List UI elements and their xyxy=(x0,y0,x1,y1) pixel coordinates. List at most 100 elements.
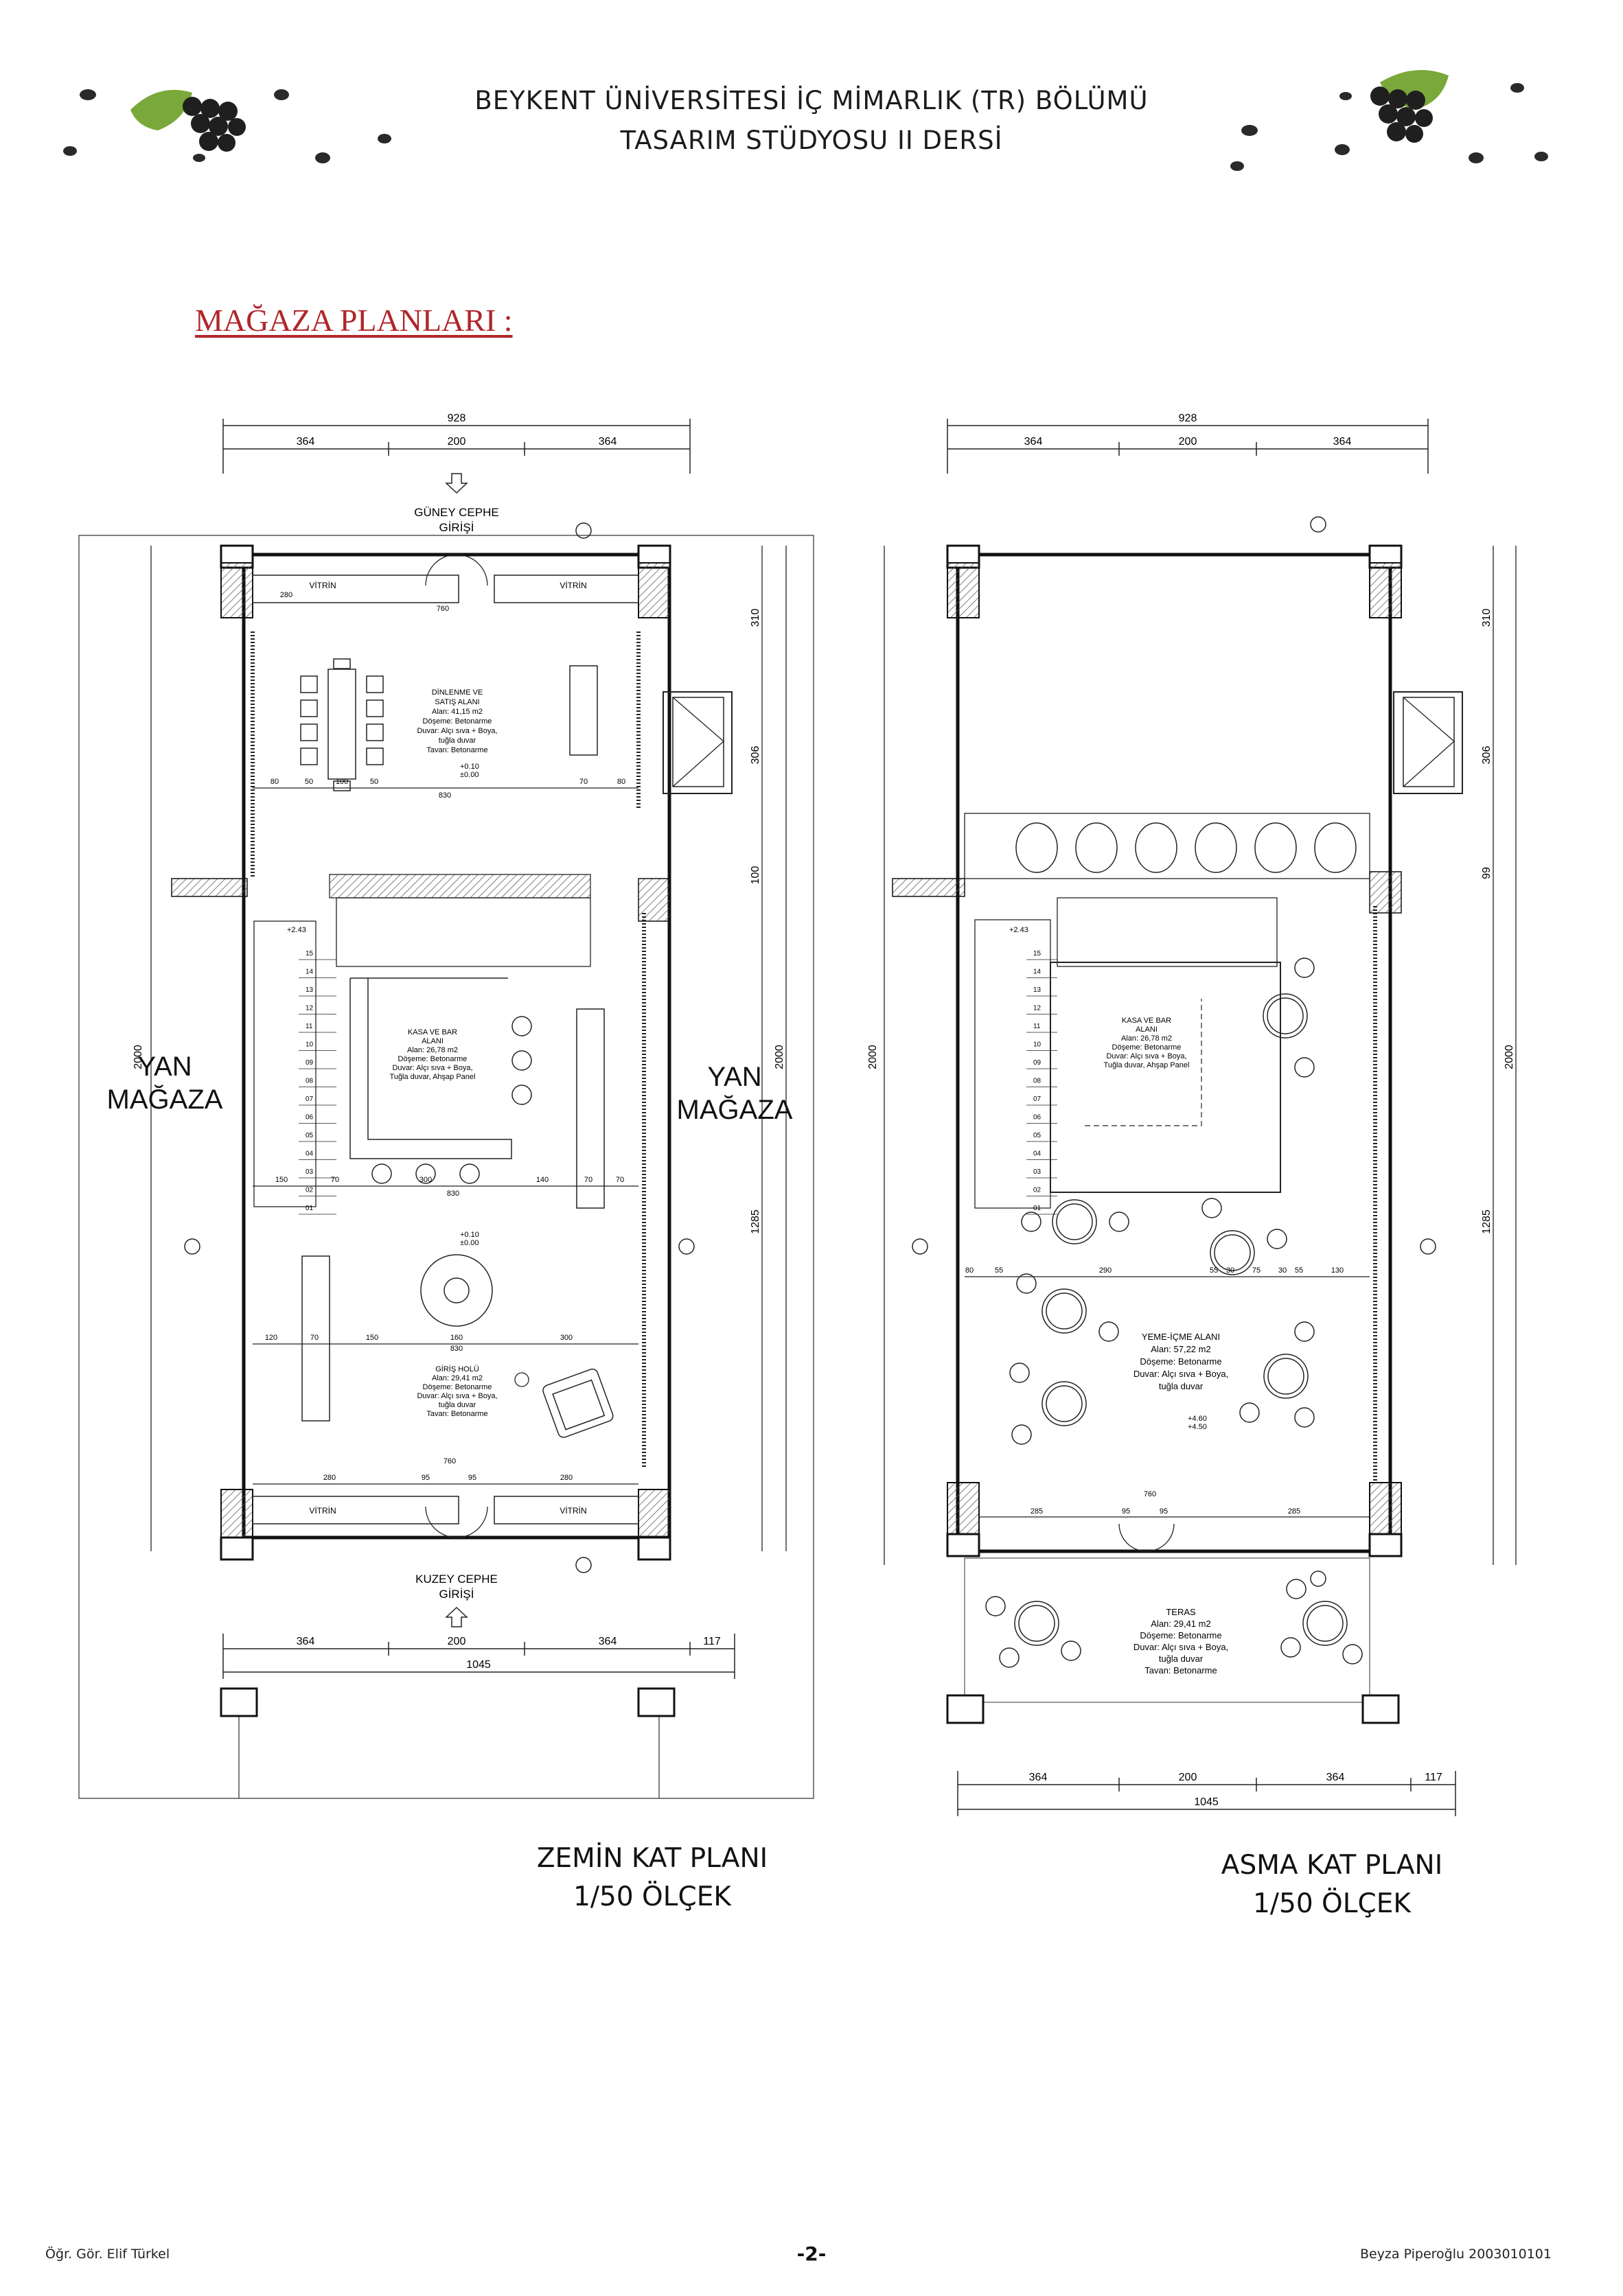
mezz-room3-ceiling: Tavan: Betonarme xyxy=(1144,1665,1217,1675)
mezzanine-caption: ASMA KAT PLANI 1/50 ÖLÇEK xyxy=(1153,1846,1510,1923)
row3-dim-3: 150 xyxy=(366,1334,378,1342)
mezz-room3-wall2: tuğla duvar xyxy=(1159,1654,1204,1664)
section-marker-a-bottom xyxy=(575,1557,592,1573)
dim-door-top-1: 280 xyxy=(280,591,292,599)
side-shop-right: YAN MAĞAZA xyxy=(666,1060,803,1126)
bar-counter xyxy=(349,977,512,1159)
row2-dim-3: 300 xyxy=(419,1176,432,1184)
row1-dim-1: 80 xyxy=(270,778,279,786)
room3-floor: Döşeme: Betonarme xyxy=(423,1383,492,1391)
mezz-room1-name-1: KASA VE BAR xyxy=(1122,1017,1171,1025)
dim-bottom-2: 200 xyxy=(448,1636,466,1647)
row3-dim-4: 160 xyxy=(450,1334,463,1342)
room2-floor: Döşeme: Betonarme xyxy=(398,1055,468,1063)
mezz-room2-floor: Döşeme: Betonarme xyxy=(1140,1356,1221,1367)
mezz-dim-bottom-4: 117 xyxy=(1425,1772,1442,1783)
mezz-dim-top-1: 364 xyxy=(1024,436,1043,448)
mezz-door-dim-4: 285 xyxy=(1288,1507,1300,1516)
dim-total-bottom: 1045 xyxy=(466,1659,491,1671)
north-entrance-label-2: GİRİŞİ xyxy=(439,1588,474,1601)
row2-dim-2: 70 xyxy=(331,1176,339,1184)
mezz-room2-wall2: tuğla duvar xyxy=(1159,1381,1204,1391)
ground-caption-line2: 1/50 ÖLÇEK xyxy=(573,1881,731,1912)
dim-top-2: 200 xyxy=(448,436,466,448)
row2-dim-total: 830 xyxy=(447,1190,459,1198)
mezz-row-dim-5: 30 xyxy=(1226,1266,1234,1275)
section-marker-b-left xyxy=(184,1238,200,1255)
stair-step-number: 11 xyxy=(1033,1023,1041,1030)
room2-wall2: Tuğla duvar, Ahşap Panel xyxy=(390,1073,476,1081)
south-entrance-label-2: GİRİŞİ xyxy=(439,521,474,534)
stair-step-number: 06 xyxy=(306,1114,314,1122)
mezz-building-outline xyxy=(956,553,1392,1553)
stair-step-number: 02 xyxy=(306,1187,314,1194)
mezz-room1-wall: Duvar: Alçı sıva + Boya, xyxy=(1106,1052,1186,1060)
armchair xyxy=(542,1368,614,1438)
dim-bottom-4: 117 xyxy=(703,1636,721,1647)
dim-top-1: 364 xyxy=(297,436,315,448)
ground-floor-caption: ZEMİN KAT PLANI 1/50 ÖLÇEK xyxy=(481,1840,824,1916)
dim-right-2: 306 xyxy=(750,746,761,765)
stair-level: +2.43 xyxy=(287,926,306,934)
room2-name-2: ALANI xyxy=(422,1037,444,1045)
mezz-room1-wall2: Tuğla duvar, Ahşap Panel xyxy=(1104,1061,1190,1069)
room3-wall2: tuğla duvar xyxy=(439,1401,476,1409)
mezzanine-plan: 928 364 200 364 +2.43 KASA VE BAR ALANI … xyxy=(867,413,1517,1816)
stair-step-number: 07 xyxy=(1033,1095,1041,1103)
mezz-tables xyxy=(1009,958,1315,1445)
side-shop-left-1: YAN xyxy=(137,1052,192,1082)
room2-name-1: KASA VE BAR xyxy=(408,1028,457,1036)
mezz-row-dim-9: 130 xyxy=(1331,1266,1344,1275)
dim-right-total: 2000 xyxy=(774,1045,785,1069)
mezz-door-dim-1: 285 xyxy=(1031,1507,1043,1516)
dim-right-3: 100 xyxy=(750,866,761,885)
stair-step-number: 14 xyxy=(306,969,314,976)
mezz-section-marker-b-left xyxy=(912,1238,928,1255)
mezz-dim-right-2: 306 xyxy=(1481,746,1493,765)
mezz-room1-floor: Döşeme: Betonarme xyxy=(1112,1043,1182,1052)
row1-dim-3: 100 xyxy=(336,778,348,786)
mezz-dim-bottom-3: 364 xyxy=(1326,1772,1345,1783)
mezz-dim-right-total: 2000 xyxy=(1504,1045,1515,1069)
mezz-row-dim-7: 30 xyxy=(1278,1266,1287,1275)
room1-wall: Duvar: Alçı sıva + Boya, xyxy=(417,727,497,735)
stair-step-number: 15 xyxy=(306,950,314,958)
stair-step-number: 10 xyxy=(306,1041,314,1049)
grapes-decoration-left xyxy=(63,89,391,163)
staircase xyxy=(253,874,591,1207)
row1-dim-2: 50 xyxy=(305,778,313,786)
header-line-2: TASARIM STÜDYOSU II DERSİ xyxy=(620,126,1003,155)
dim-door-bottom-1: 280 xyxy=(323,1474,336,1482)
stair-step-number: 15 xyxy=(1033,950,1041,958)
terrace-tables xyxy=(985,1579,1363,1668)
stair-step-number: 13 xyxy=(1033,986,1041,994)
room3-area: Alan: 29,41 m2 xyxy=(432,1374,483,1382)
mezz-dim-left-total: 2000 xyxy=(867,1045,879,1069)
vitrin-label-bottom-right: VİTRİN xyxy=(560,1506,586,1516)
display-shelf xyxy=(569,665,598,756)
room1-name-2: SATIŞ ALANI xyxy=(435,698,479,706)
stair-step-number: 09 xyxy=(306,1059,314,1067)
stair-step-number: 06 xyxy=(1033,1114,1041,1122)
mezz-level-1: +4.60 xyxy=(1188,1415,1207,1423)
arrow-up-icon xyxy=(445,1606,468,1627)
ground-floor-plan: 928 364 200 364 GÜNEY CEPHE GİRİŞİ VİTRİ… xyxy=(78,413,814,1799)
stair-step-number: 13 xyxy=(306,986,314,994)
room2-area: Alan: 26,78 m2 xyxy=(407,1046,458,1054)
room1-floor: Döşeme: Betonarme xyxy=(423,717,492,726)
arrow-down-icon xyxy=(445,473,468,494)
grapes-decoration-right xyxy=(1230,70,1548,171)
room1-area: Alan: 41,15 m2 xyxy=(432,708,483,716)
room1-name-1: DİNLENME VE xyxy=(432,688,483,697)
row3-dim-1: 120 xyxy=(265,1334,277,1342)
bench xyxy=(301,1255,330,1422)
row2-dim-6: 70 xyxy=(616,1176,624,1184)
room2-wall: Duvar: Alçı sıva + Boya, xyxy=(392,1064,472,1072)
footer-instructor: Öğr. Gör. Elif Türkel xyxy=(45,2247,170,2262)
row3-dim-2: 70 xyxy=(310,1334,319,1342)
mezz-row-dim-1: 80 xyxy=(965,1266,974,1275)
stair-step-number: 09 xyxy=(1033,1059,1041,1067)
mezz-section-marker-a-bottom xyxy=(1310,1570,1326,1587)
site-frame xyxy=(78,535,814,1799)
dim-door-bottom-2: 95 xyxy=(422,1474,430,1482)
